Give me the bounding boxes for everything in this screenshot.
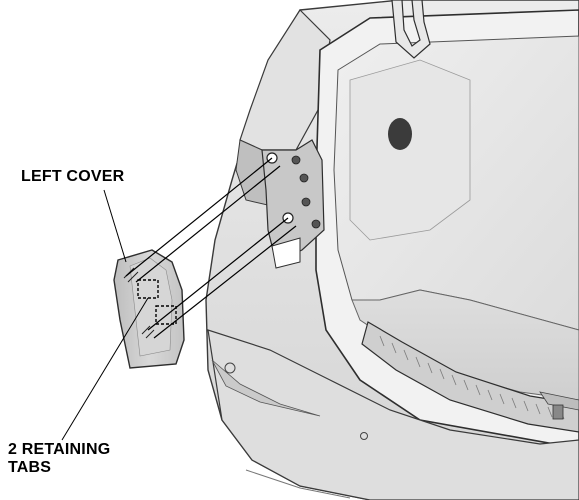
retaining-tabs-label-line2: TABS	[8, 459, 52, 476]
rear-sill-plate	[361, 321, 579, 433]
trunk-side-access-hole	[388, 118, 412, 150]
parking-sensor-center	[360, 432, 368, 440]
alignment-line-upper-1	[125, 157, 273, 277]
retaining-tab-box-lower	[155, 305, 177, 325]
alignment-line-lower-2	[153, 225, 297, 339]
mount-bolt-4	[311, 219, 321, 229]
leader-left-cover	[103, 189, 127, 263]
alignment-line-upper-2	[135, 165, 281, 283]
lamp-mounting-bracket	[261, 139, 325, 263]
mount-bolt-2	[299, 173, 309, 183]
trunk-lid-hinge	[391, 0, 431, 59]
rear-bumper	[207, 329, 579, 500]
retaining-tabs-label-line1: 2 RETAINING	[8, 441, 111, 458]
mount-bolt-1	[291, 155, 301, 165]
mount-bolt-3	[301, 197, 311, 207]
leader-retaining-tabs	[61, 297, 149, 441]
parking-sensor-left	[224, 362, 236, 374]
alignment-line-lower-1	[147, 217, 289, 331]
left-cover-label: LEFT COVER	[21, 168, 125, 185]
